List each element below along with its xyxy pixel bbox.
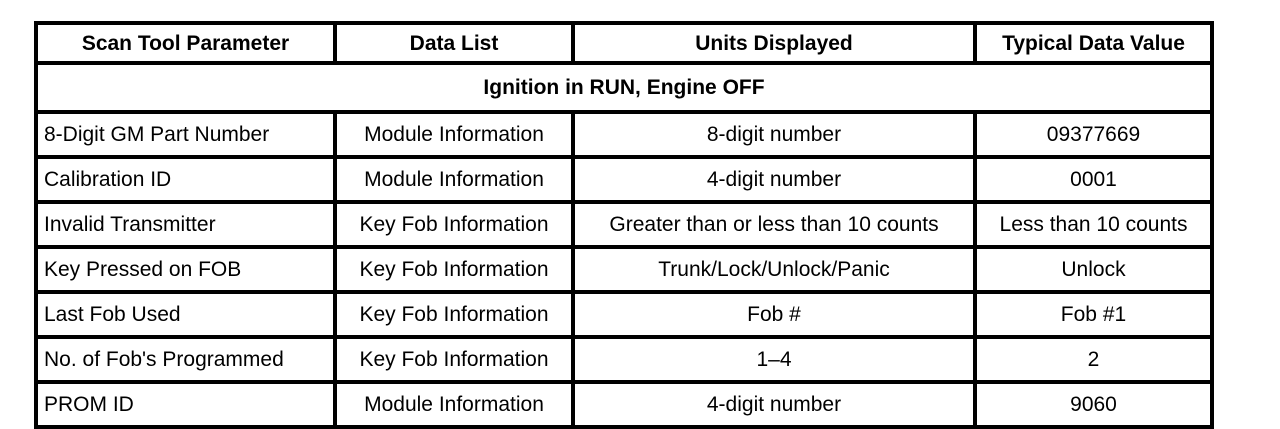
table-section-row: Ignition in RUN, Engine OFF bbox=[34, 61, 1214, 114]
cell-data-list: Module Information bbox=[333, 155, 575, 204]
cell-typical-value: Less than 10 counts bbox=[973, 200, 1214, 249]
cell-units: 8-digit number bbox=[571, 110, 977, 159]
cell-typical-value: 09377669 bbox=[973, 110, 1214, 159]
cell-data-list: Key Fob Information bbox=[333, 335, 575, 384]
cell-data-list: Key Fob Information bbox=[333, 200, 575, 249]
cell-parameter: No. of Fob's Programmed bbox=[34, 335, 337, 384]
scan-tool-parameter-table: Scan Tool Parameter Data List Units Disp… bbox=[34, 21, 1214, 429]
cell-data-list: Module Information bbox=[333, 110, 575, 159]
cell-typical-value: 9060 bbox=[973, 380, 1214, 429]
cell-data-list: Key Fob Information bbox=[333, 245, 575, 294]
cell-data-list: Key Fob Information bbox=[333, 290, 575, 339]
cell-parameter: 8-Digit GM Part Number bbox=[34, 110, 337, 159]
cell-parameter: Calibration ID bbox=[34, 155, 337, 204]
column-header-scan-tool-parameter: Scan Tool Parameter bbox=[34, 21, 337, 65]
table-row: PROM ID Module Information 4-digit numbe… bbox=[34, 380, 1214, 429]
cell-parameter: Key Pressed on FOB bbox=[34, 245, 337, 294]
cell-units: Greater than or less than 10 counts bbox=[571, 200, 977, 249]
table-row: Last Fob Used Key Fob Information Fob # … bbox=[34, 290, 1214, 339]
table-header-row: Scan Tool Parameter Data List Units Disp… bbox=[34, 21, 1214, 65]
table-row: 8-Digit GM Part Number Module Informatio… bbox=[34, 110, 1214, 159]
cell-units: 1–4 bbox=[571, 335, 977, 384]
column-header-typical-data-value: Typical Data Value bbox=[973, 21, 1214, 65]
table-body: Scan Tool Parameter Data List Units Disp… bbox=[34, 21, 1214, 429]
cell-units: Fob # bbox=[571, 290, 977, 339]
table-row: Calibration ID Module Information 4-digi… bbox=[34, 155, 1214, 204]
cell-units: 4-digit number bbox=[571, 380, 977, 429]
column-header-data-list: Data List bbox=[333, 21, 575, 65]
table-row: Invalid Transmitter Key Fob Information … bbox=[34, 200, 1214, 249]
cell-parameter: PROM ID bbox=[34, 380, 337, 429]
cell-data-list: Module Information bbox=[333, 380, 575, 429]
cell-units: 4-digit number bbox=[571, 155, 977, 204]
table-row: No. of Fob's Programmed Key Fob Informat… bbox=[34, 335, 1214, 384]
cell-units: Trunk/Lock/Unlock/Panic bbox=[571, 245, 977, 294]
table-row: Key Pressed on FOB Key Fob Information T… bbox=[34, 245, 1214, 294]
cell-typical-value: 0001 bbox=[973, 155, 1214, 204]
cell-typical-value: Fob #1 bbox=[973, 290, 1214, 339]
cell-parameter: Invalid Transmitter bbox=[34, 200, 337, 249]
section-title-ignition-run-engine-off: Ignition in RUN, Engine OFF bbox=[34, 61, 1214, 114]
cell-parameter: Last Fob Used bbox=[34, 290, 337, 339]
column-header-units-displayed: Units Displayed bbox=[571, 21, 977, 65]
scan-tool-parameter-table-container: Scan Tool Parameter Data List Units Disp… bbox=[34, 21, 1214, 429]
cell-typical-value: 2 bbox=[973, 335, 1214, 384]
cell-typical-value: Unlock bbox=[973, 245, 1214, 294]
